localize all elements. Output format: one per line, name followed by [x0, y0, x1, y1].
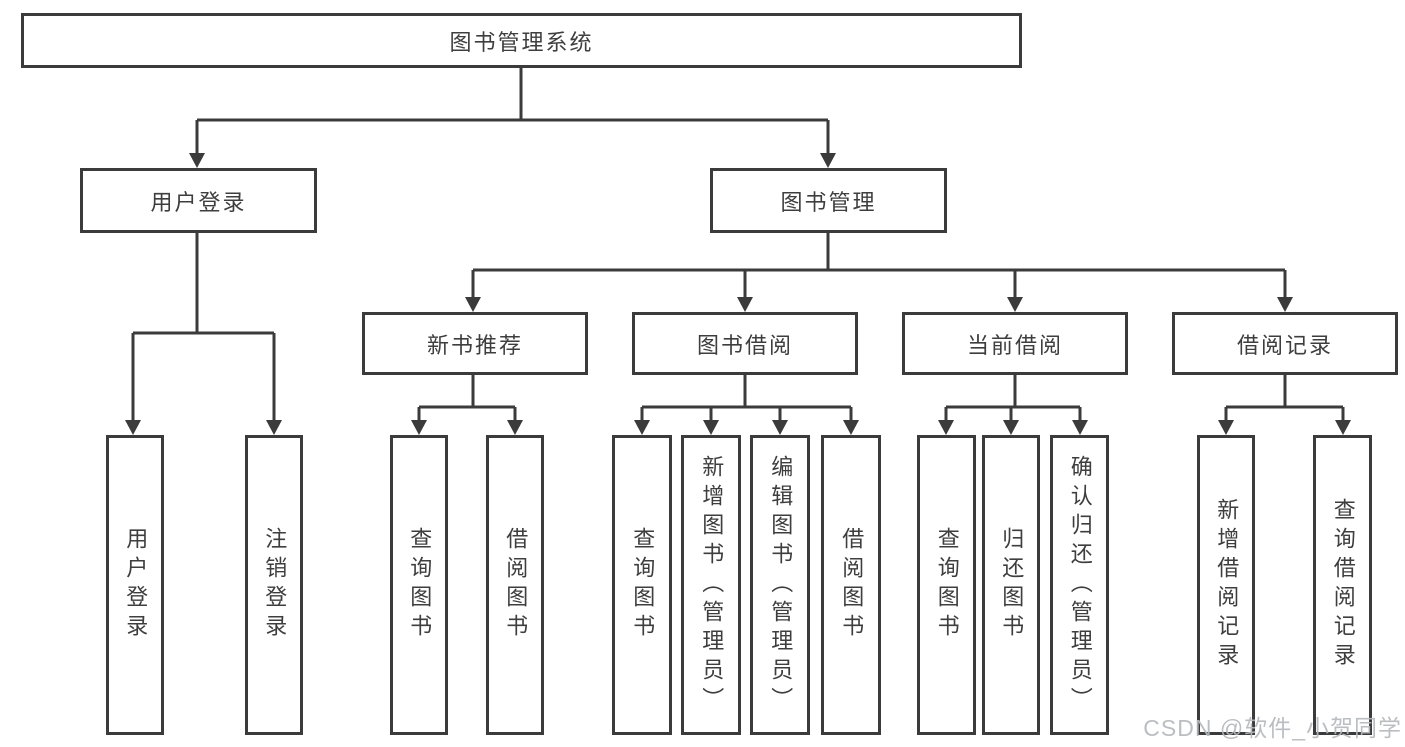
node-book-borrow: 图书借阅 — [632, 312, 858, 375]
node-current-borrow-label: 当前借阅 — [966, 332, 1063, 358]
leaf-logout-label: 注销登录 — [262, 527, 288, 643]
arrow-down-icon — [1335, 420, 1351, 435]
leaf-borrow-book-2-label: 借阅图书 — [839, 527, 865, 643]
arrow-down-icon — [820, 153, 836, 168]
leaf-query-borrow-record-label: 查询借阅记录 — [1330, 498, 1356, 672]
arrow-down-icon — [703, 420, 719, 435]
node-book-borrow-label: 图书借阅 — [696, 332, 793, 358]
leaf-edit-book-admin-label: 编辑图书（管理员） — [768, 454, 794, 716]
leaf-borrow-book-1-label: 借阅图书 — [503, 527, 529, 643]
leaf-add-book-admin-label: 新增图书（管理员） — [699, 454, 725, 716]
arrow-down-icon — [507, 420, 523, 435]
leaf-logout: 注销登录 — [245, 435, 303, 735]
node-current-borrow: 当前借阅 — [902, 312, 1128, 375]
node-book-management: 图书管理 — [710, 168, 947, 233]
csdn-watermark: CSDN @软件_小贺同学 — [1143, 715, 1402, 741]
arrow-down-icon — [737, 297, 753, 312]
arrow-down-icon — [772, 420, 788, 435]
node-borrow-record: 借阅记录 — [1172, 312, 1398, 375]
leaf-query-book-1: 查询图书 — [390, 435, 448, 735]
arrow-down-icon — [266, 420, 282, 435]
leaf-query-book-3-label: 查询图书 — [934, 527, 960, 643]
leaf-add-book-admin: 新增图书（管理员） — [681, 435, 741, 735]
arrow-down-icon — [634, 420, 650, 435]
node-root-label: 图书管理系统 — [449, 29, 594, 55]
arrow-down-icon — [465, 297, 481, 312]
arrow-down-icon — [125, 420, 141, 435]
leaf-query-book-3: 查询图书 — [917, 435, 976, 735]
leaf-add-borrow-record: 新增借阅记录 — [1197, 435, 1255, 735]
arrow-down-icon — [1277, 297, 1293, 312]
leaf-user-login: 用户登录 — [106, 435, 164, 735]
leaf-add-borrow-record-label: 新增借阅记录 — [1214, 498, 1240, 672]
leaf-confirm-return-admin: 确认归还（管理员） — [1050, 435, 1109, 735]
arrow-down-icon — [411, 420, 427, 435]
node-user-login-label: 用户登录 — [150, 189, 247, 215]
leaf-user-login-label: 用户登录 — [123, 527, 149, 643]
arrow-down-icon — [1218, 420, 1234, 435]
arrow-down-icon — [1003, 420, 1019, 435]
leaf-borrow-book-1: 借阅图书 — [486, 435, 544, 735]
leaf-query-book-2-label: 查询图书 — [630, 527, 656, 643]
arrow-down-icon — [1072, 420, 1088, 435]
leaf-confirm-return-admin-label: 确认归还（管理员） — [1067, 454, 1093, 716]
arrow-down-icon — [938, 420, 954, 435]
node-new-book-recommend: 新书推荐 — [362, 312, 588, 375]
leaf-return-book: 归还图书 — [982, 435, 1040, 735]
arrow-down-icon — [843, 420, 859, 435]
node-user-login: 用户登录 — [80, 168, 317, 233]
leaf-query-book-1-label: 查询图书 — [407, 527, 433, 643]
tree-edges — [131, 68, 1345, 421]
node-new-book-recommend-label: 新书推荐 — [426, 332, 523, 358]
leaf-query-borrow-record: 查询借阅记录 — [1313, 435, 1372, 735]
leaf-query-book-2: 查询图书 — [612, 435, 672, 735]
leaf-edit-book-admin: 编辑图书（管理员） — [750, 435, 810, 735]
arrow-down-icon — [1007, 297, 1023, 312]
node-root: 图书管理系统 — [21, 13, 1022, 68]
node-book-management-label: 图书管理 — [780, 189, 877, 215]
arrow-down-icon — [189, 153, 205, 168]
leaf-return-book-label: 归还图书 — [999, 527, 1025, 643]
node-borrow-record-label: 借阅记录 — [1236, 332, 1333, 358]
leaf-borrow-book-2: 借阅图书 — [821, 435, 881, 735]
